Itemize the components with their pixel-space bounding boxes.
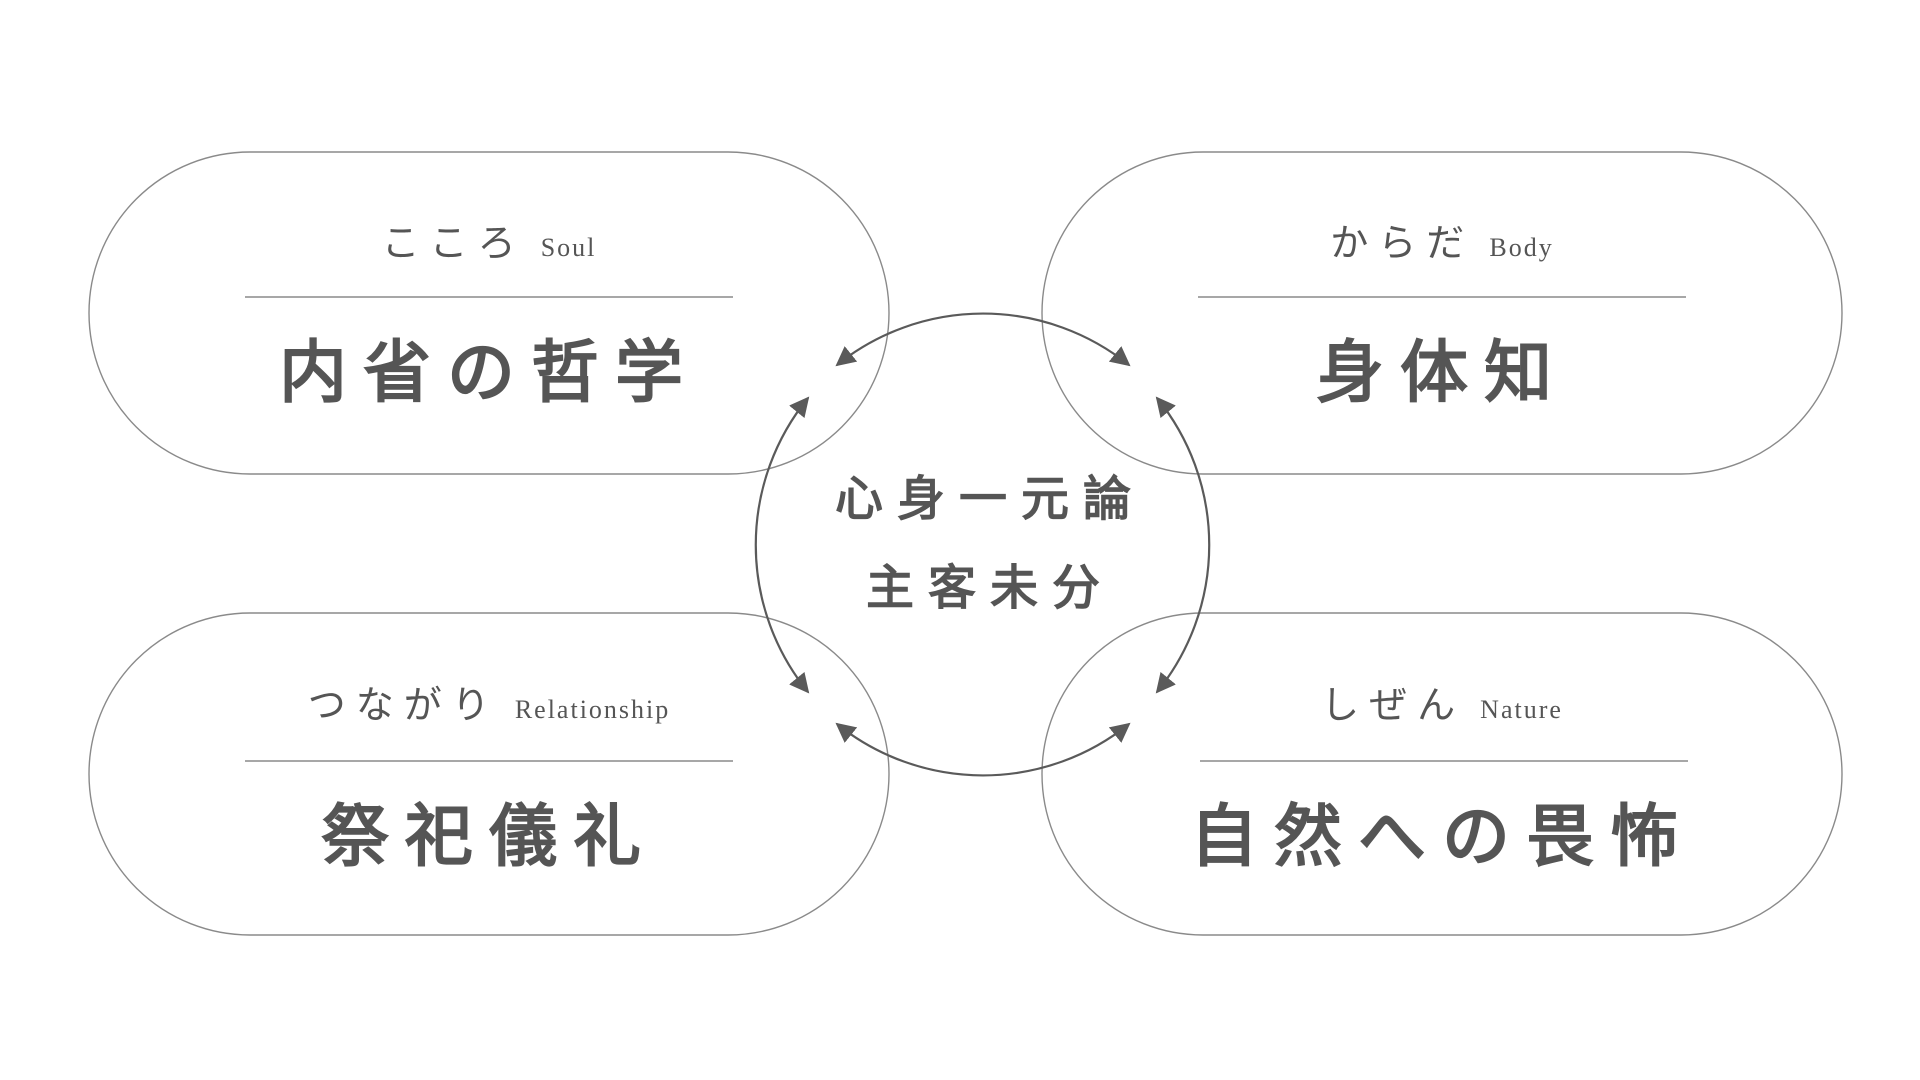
body-pill: からだ Body 身体知 — [1041, 151, 1843, 475]
relationship-pill: つながり Relationship 祭祀儀礼 — [88, 612, 890, 936]
nature-kana: しぜん — [1321, 683, 1465, 727]
soul-subtitle: こころ Soul — [382, 221, 597, 265]
center-label: 心身一元論 主客未分 — [835, 471, 1145, 616]
nature-title: 自然への畏怖 — [1190, 797, 1694, 877]
cycle-arrows — [754, 312, 1211, 777]
body-subtitle: からだ Body — [1330, 221, 1553, 265]
soul-kana: こころ — [382, 221, 526, 265]
left-arrow — [754, 396, 810, 694]
body-kana: からだ — [1330, 221, 1474, 265]
center-line-1: 心身一元論 — [835, 471, 1145, 527]
relationship-kana: つながり — [308, 683, 500, 727]
bottom-arrow — [835, 722, 1131, 777]
right-arrow — [1155, 396, 1211, 694]
body-title: 身体知 — [1316, 333, 1568, 413]
soul-title: 内省の哲学 — [279, 333, 699, 413]
relationship-title: 祭祀儀礼 — [321, 797, 657, 877]
top-arrow — [835, 312, 1131, 367]
body-en-label: Body — [1489, 233, 1553, 262]
relationship-en-label: Relationship — [515, 695, 670, 724]
nature-subtitle: しぜん Nature — [1321, 683, 1563, 727]
nature-en-label: Nature — [1480, 695, 1563, 724]
center-line-2: 主客未分 — [866, 560, 1114, 616]
relationship-pill-outline — [88, 612, 890, 936]
soul-pill: こころ Soul 内省の哲学 — [88, 151, 890, 475]
nature-pill: しぜん Nature 自然への畏怖 — [1041, 612, 1843, 936]
soul-pill-outline — [88, 151, 890, 475]
body-pill-outline — [1041, 151, 1843, 475]
nature-pill-outline — [1041, 612, 1843, 936]
relationship-subtitle: つながり Relationship — [308, 683, 671, 727]
soul-en-label: Soul — [541, 233, 597, 262]
